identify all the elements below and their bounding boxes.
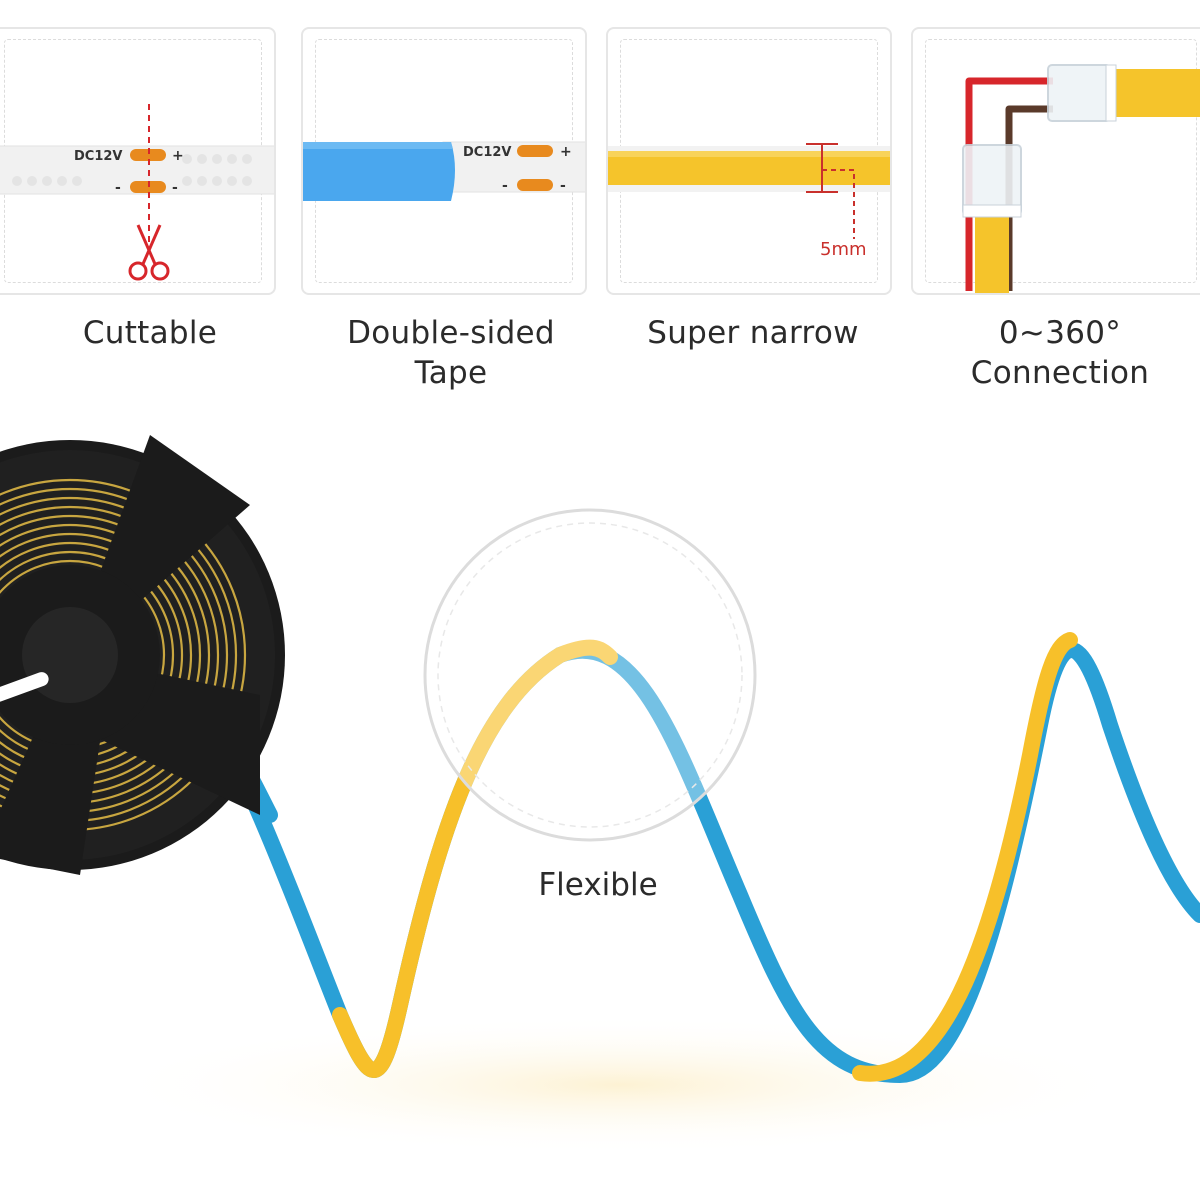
svg-text:-: - xyxy=(172,180,178,196)
panel-dashed-frame xyxy=(925,39,1197,283)
magnifier-icon xyxy=(423,508,757,842)
svg-text:+: + xyxy=(560,144,572,160)
solder-pad-top xyxy=(130,149,166,161)
tape-icon xyxy=(303,142,455,201)
super-narrow-illustration: 5mm xyxy=(608,143,890,260)
width-label: 5mm xyxy=(820,239,867,260)
feature-panel-connection xyxy=(911,27,1200,295)
caption-double-sided-line1: Double-sided xyxy=(347,315,555,351)
led-strip-front xyxy=(332,639,618,1078)
cuttable-illustration: DC12V + - - xyxy=(0,104,274,281)
connector-icon xyxy=(962,64,1200,293)
flexible-label: Flexible xyxy=(538,867,658,903)
caption-double-sided-line2: Tape xyxy=(414,355,488,391)
width-measure-icon xyxy=(806,143,855,239)
caption-connection-line1: 0~360° xyxy=(998,315,1122,351)
caption-connection-line2: Connection xyxy=(970,355,1150,391)
svg-text:-: - xyxy=(502,178,508,194)
feature-panel-super-narrow: 5mm xyxy=(606,27,892,295)
scissors-icon xyxy=(128,224,170,281)
caption-cuttable: Cuttable xyxy=(82,315,218,351)
caption-super-narrow: Super narrow xyxy=(647,315,859,351)
led-strip-front xyxy=(852,632,1078,1082)
solder-pad-top xyxy=(517,145,553,157)
voltage-label: DC12V xyxy=(463,145,511,160)
feature-panel-cuttable: DC12V + - - xyxy=(0,27,276,295)
voltage-label: DC12V xyxy=(74,149,122,164)
svg-text:+: + xyxy=(172,148,184,164)
reel-icon xyxy=(0,435,285,875)
svg-text:-: - xyxy=(560,178,566,194)
hero-illustration xyxy=(0,435,1200,1155)
feature-panel-double-sided: DC12V + - - xyxy=(301,27,587,295)
solder-pad-bottom xyxy=(517,179,553,191)
double-sided-illustration: DC12V + - - xyxy=(303,141,585,201)
svg-text:-: - xyxy=(115,180,121,196)
